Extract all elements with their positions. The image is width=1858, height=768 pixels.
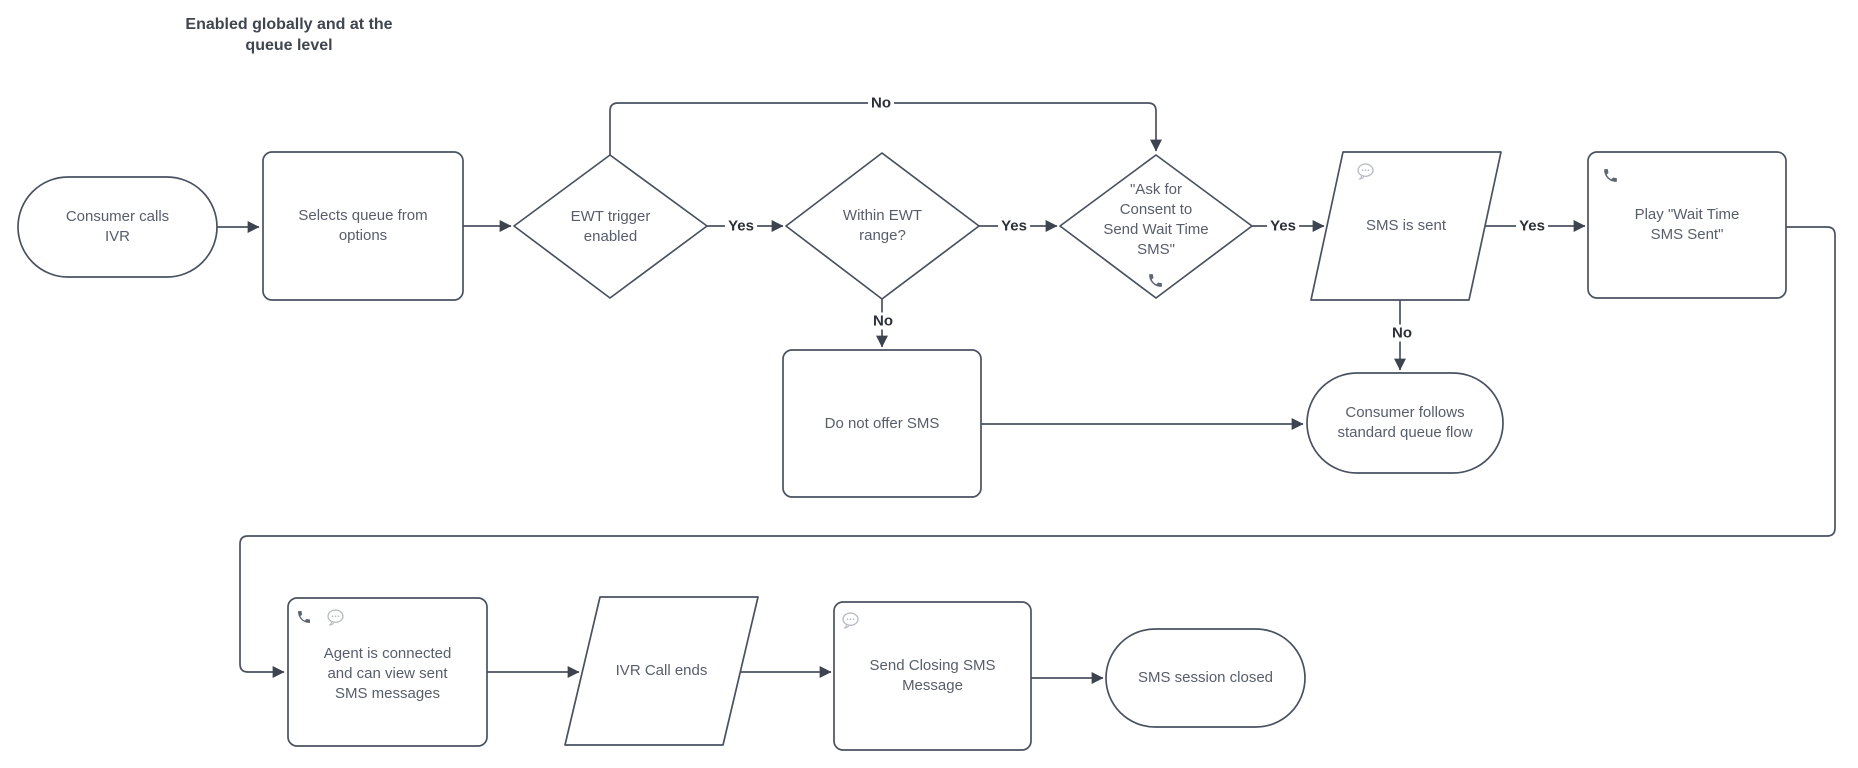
- node-ewt-trigger-enabled[interactable]: [513, 154, 708, 299]
- edge-ewt-no-ask: [609, 102, 1162, 155]
- edge-play-to-agent: [239, 226, 1836, 678]
- node-ivr-call-ends[interactable]: [564, 596, 759, 746]
- node-do-not-offer-sms[interactable]: [782, 349, 982, 498]
- node-sms-is-sent[interactable]: [1310, 151, 1502, 301]
- node-sms-session-closed[interactable]: [1105, 628, 1306, 728]
- node-ask-for-consent[interactable]: [1059, 154, 1253, 299]
- node-consumer-calls-ivr[interactable]: [17, 176, 218, 278]
- node-selects-queue[interactable]: [262, 151, 464, 301]
- note-enabled-globally: Enabled globally and at the queue level: [185, 16, 393, 54]
- node-standard-queue-flow[interactable]: [1306, 372, 1504, 474]
- node-within-ewt-range[interactable]: [785, 152, 980, 300]
- node-send-closing-sms[interactable]: [833, 601, 1032, 751]
- node-agent-connected[interactable]: [287, 597, 488, 747]
- node-play-wait-time[interactable]: [1587, 151, 1787, 299]
